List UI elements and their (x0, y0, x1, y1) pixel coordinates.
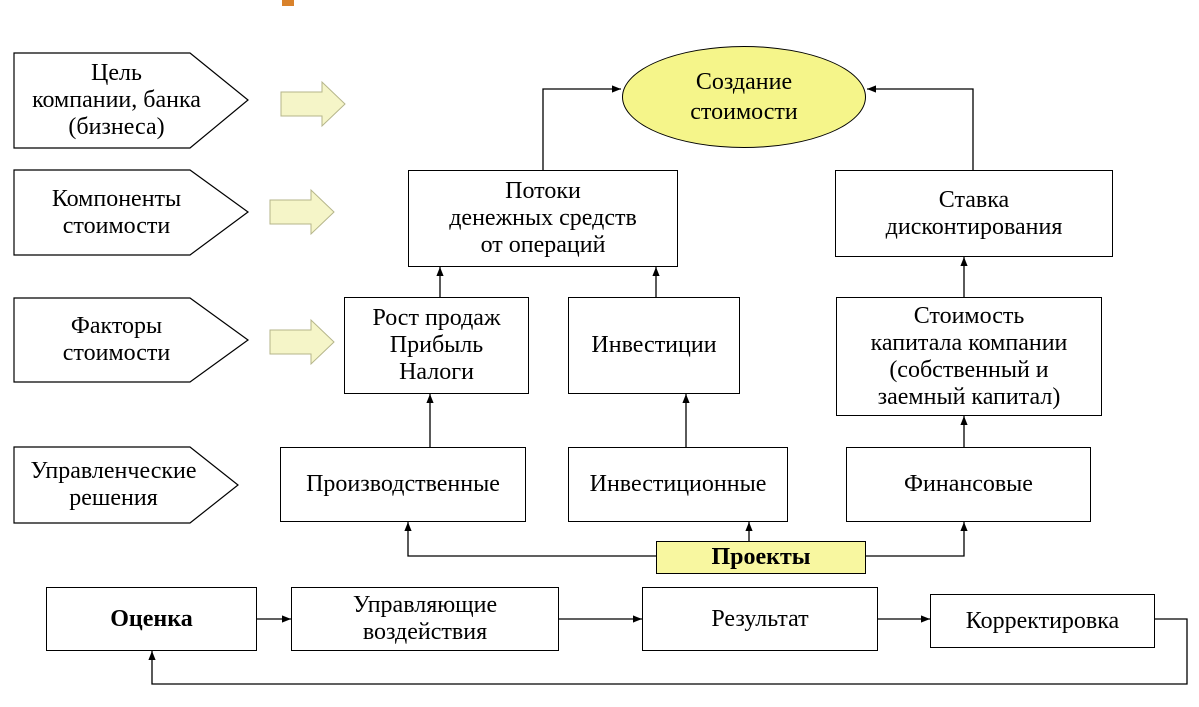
projects-node: Проекты (656, 541, 866, 574)
discount-rate-node: Ставка дисконтирования (835, 170, 1113, 257)
sales-growth-node: Рост продаж Прибыль Налоги (344, 297, 529, 394)
block-arrow-icon (269, 188, 335, 236)
connector-projects-to-financial (866, 522, 968, 557)
level-components-label: Компоненты стоимости (51, 185, 182, 239)
result-node: Результат (642, 587, 878, 651)
cost-of-capital-node: Стоимость капитала компании (собственный… (836, 297, 1102, 416)
block-arrow-icon (280, 80, 346, 128)
level-goal-label: Цель компании, банка (бизнеса) (32, 60, 201, 140)
level-components-shape (13, 169, 250, 256)
production-node: Производственные (280, 447, 526, 522)
level-factors-label: Факторы стоимости (62, 313, 171, 366)
level-goal-shape (13, 52, 249, 149)
control-actions-node: Управляющие воздействия (291, 587, 559, 651)
investment-decisions-node: Инвестиционные (568, 447, 788, 522)
level-decisions-shape (13, 446, 239, 524)
connector-feedback-loop (148, 618, 1188, 685)
accent-mark (282, 0, 294, 6)
block-arrow-icon (269, 318, 335, 366)
connector-cashflow-to-value (542, 85, 621, 170)
evaluation-node: Оценка (46, 587, 257, 651)
level-decisions-label: Управленческие решения (30, 458, 197, 511)
connector-projects-to-production (404, 522, 656, 557)
value-creation-node: Создание стоимости (622, 46, 866, 148)
cash-flows-node: Потоки денежных средств от операций (408, 170, 678, 267)
level-factors-shape (13, 297, 250, 383)
financial-node: Финансовые (846, 447, 1091, 522)
investments-node: Инвестиции (568, 297, 740, 394)
connector-discount-to-value (867, 85, 974, 170)
adjustment-node: Корректировка (930, 594, 1155, 648)
